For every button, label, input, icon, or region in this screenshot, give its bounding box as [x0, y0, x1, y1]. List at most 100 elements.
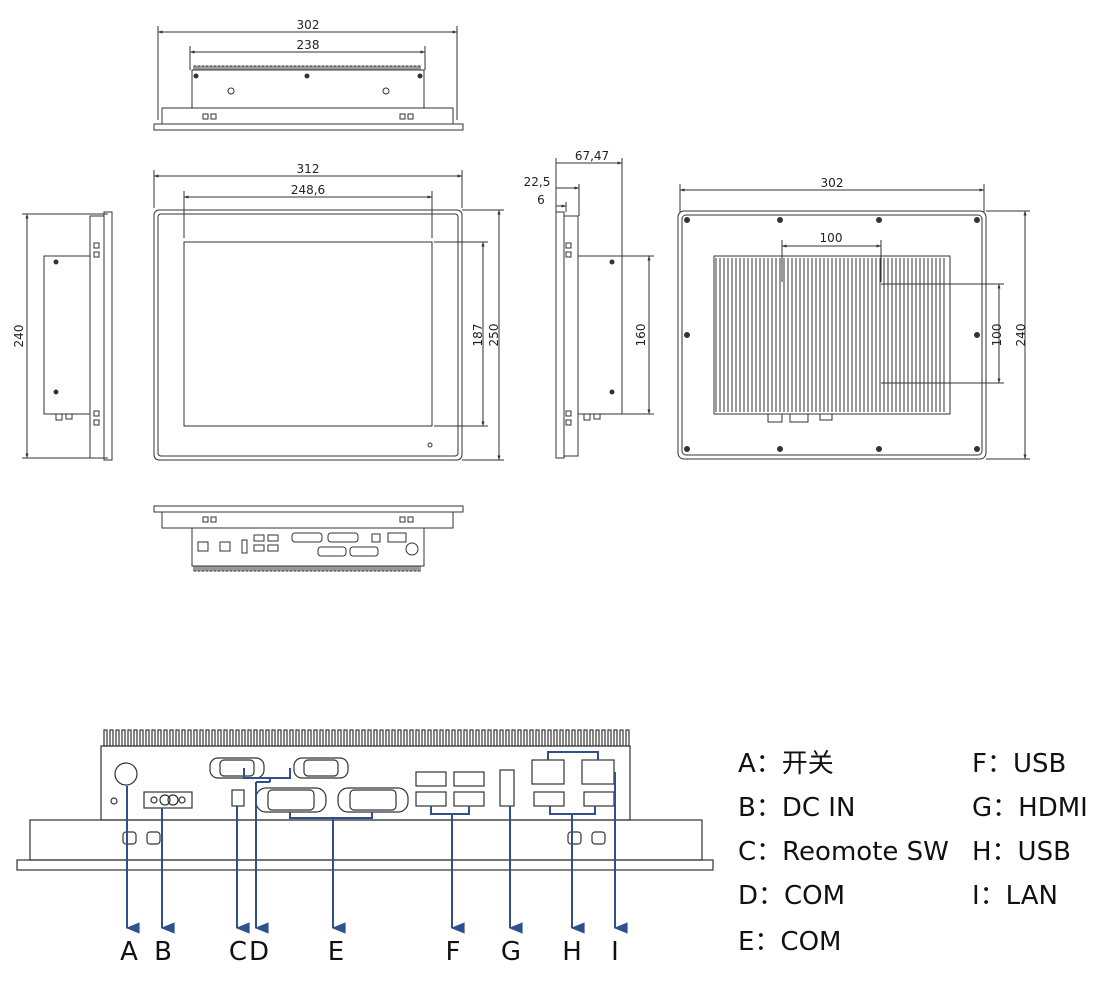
heatsink-fin [305, 565, 309, 572]
heatsink-fin [385, 65, 389, 71]
heatsink-fin [127, 729, 132, 747]
io-panel-view [16, 729, 714, 871]
rear-height-dim: 240 [1014, 324, 1028, 347]
heatsink-fin [169, 729, 174, 747]
heatsink-fin [289, 65, 293, 71]
heatsink-fin [201, 65, 205, 71]
heatsink-fin [365, 65, 369, 71]
heatsink-fin [559, 729, 564, 747]
heatsink-fin [427, 729, 432, 747]
top-view [153, 26, 464, 131]
heatsink-fin [317, 565, 321, 572]
heatsink-fin [221, 565, 225, 572]
heatsink-fin [301, 729, 306, 747]
heatsink-fin [225, 65, 229, 71]
heatsink-fin [499, 729, 504, 747]
heatsink-fin [313, 65, 317, 71]
heatsink-fin [273, 65, 277, 71]
rear-hole-spacing-h-dim: 100 [820, 231, 843, 245]
io-label-i: I [611, 937, 619, 967]
heatsink-fin [353, 565, 357, 572]
heatsink-fin [343, 729, 348, 747]
heatsink-fin [361, 565, 365, 572]
heatsink-fin [565, 729, 570, 747]
heatsink-fin [157, 729, 162, 747]
heatsink-fin [463, 729, 468, 747]
heatsink-fin [417, 565, 421, 572]
top-fins [193, 65, 421, 71]
heatsink-fin [281, 65, 285, 71]
heatsink-fin [277, 729, 282, 747]
front-screen-height-dim: 187 [471, 324, 485, 347]
heatsink-fin [205, 65, 209, 71]
heatsink-fin [205, 729, 210, 747]
heatsink-fin [349, 565, 353, 572]
heatsink-fin [475, 729, 480, 747]
heatsink-fin [409, 565, 413, 572]
heatsink-fin [301, 565, 305, 572]
heatsink-fin [273, 565, 277, 572]
heatsink-fin [151, 729, 156, 747]
heatsink-fin [505, 729, 510, 747]
heatsink-fin [199, 729, 204, 747]
heatsink-fin [409, 729, 414, 747]
heatsink-fin [249, 65, 253, 71]
heatsink-fin [355, 729, 360, 747]
heatsink-fin [197, 565, 201, 572]
heatsink-fin [361, 729, 366, 747]
front-overall-height-dim: 250 [487, 324, 501, 347]
io-panel-fins [103, 729, 630, 747]
heatsink-fin [583, 729, 588, 747]
heatsink-fin [293, 565, 297, 572]
heatsink-fin [511, 729, 516, 747]
bottom-fins [193, 565, 421, 572]
heatsink-fin [613, 729, 618, 747]
heatsink-fin [213, 565, 217, 572]
heatsink-fin [333, 565, 337, 572]
heatsink-fin [297, 65, 301, 71]
heatsink-fin [133, 729, 138, 747]
front-view [153, 170, 504, 461]
heatsink-fin [451, 729, 456, 747]
heatsink-fin [397, 565, 401, 572]
heatsink-fin [221, 65, 225, 71]
heatsink-fin [389, 65, 393, 71]
side-bezel-dim: 22,5 [524, 175, 551, 189]
heatsink-fin [313, 565, 317, 572]
heatsink-fin [365, 565, 369, 572]
heatsink-fin [393, 65, 397, 71]
heatsink-fin [487, 729, 492, 747]
heatsink-fin [193, 565, 197, 572]
heatsink-fin [241, 565, 245, 572]
heatsink-fin [281, 565, 285, 572]
heatsink-fin [257, 65, 261, 71]
heatsink-fin [285, 565, 289, 572]
heatsink-fin [369, 565, 373, 572]
heatsink-fin [309, 65, 313, 71]
heatsink-fin [257, 565, 261, 572]
heatsink-fin [337, 565, 341, 572]
heatsink-fin [349, 729, 354, 747]
heatsink-fin [421, 729, 426, 747]
heatsink-fin [457, 729, 462, 747]
heatsink-fin [595, 729, 600, 747]
heatsink-fin [357, 65, 361, 71]
heatsink-fin [345, 565, 349, 572]
io-label-c: C [229, 937, 247, 967]
io-label-g: G [501, 937, 521, 967]
io-label-e: E [328, 937, 344, 967]
heatsink-fin [329, 65, 333, 71]
heatsink-fin [331, 729, 336, 747]
heatsink-fin [433, 729, 438, 747]
heatsink-fin [237, 65, 241, 71]
legend-item-d: D：COM [738, 881, 845, 911]
heatsink-fin [619, 729, 624, 747]
heatsink-fin [241, 729, 246, 747]
heatsink-fin [341, 65, 345, 71]
heatsink-fin [469, 729, 474, 747]
heatsink-fin [341, 565, 345, 572]
heatsink-fin [397, 729, 402, 747]
heatsink-fin [201, 565, 205, 572]
heatsink-fin [517, 729, 522, 747]
